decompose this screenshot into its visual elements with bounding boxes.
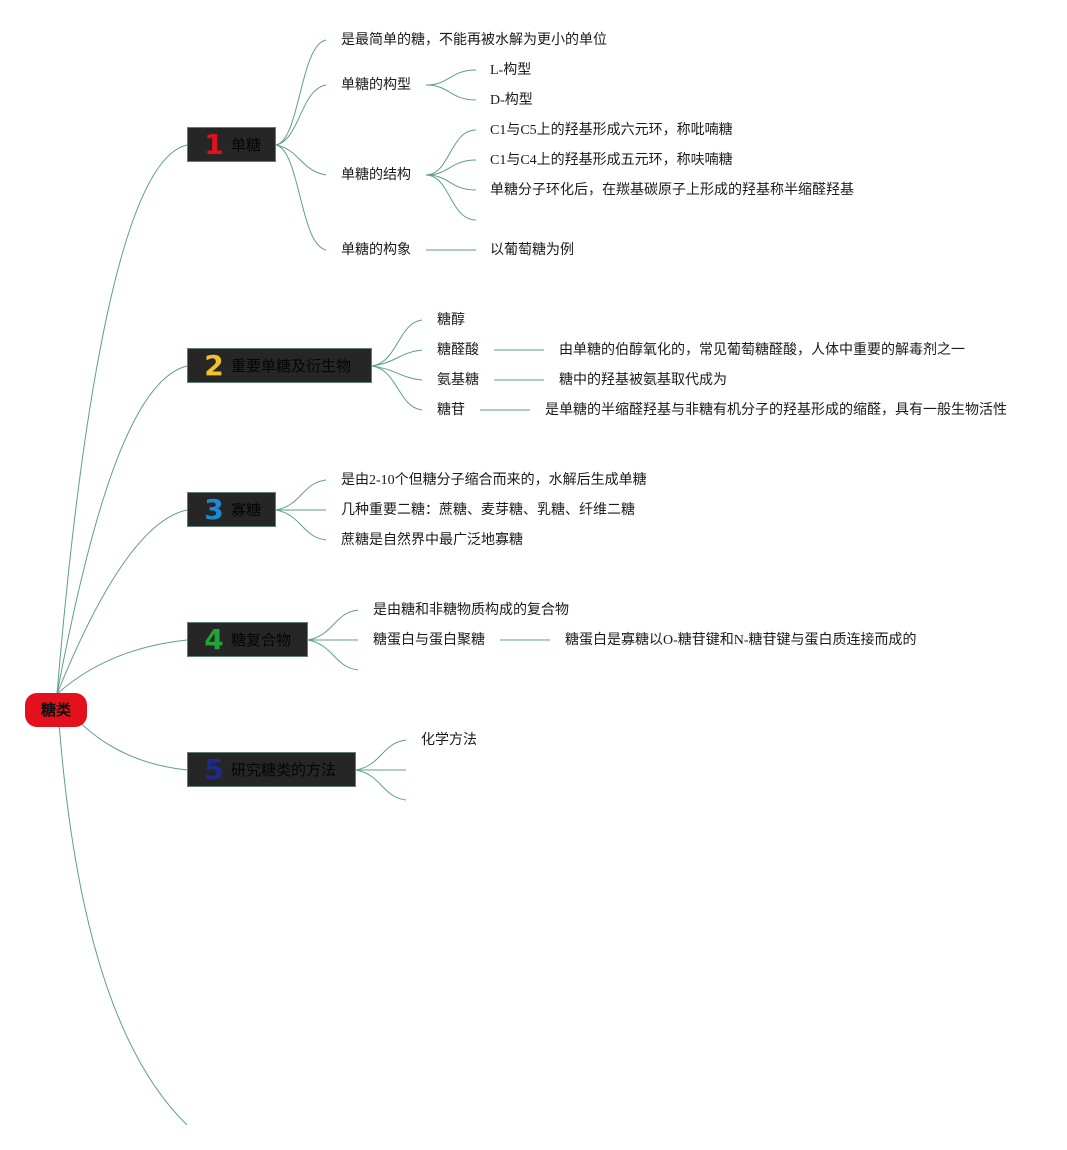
link-b4-c1 [307, 609, 359, 641]
branch-number: 3 [204, 493, 224, 526]
node-b2-c4-g1[interactable]: 是单糖的半缩醛羟基与非糖有机分子的羟基形成的缩醛，具有一般生物活性 [545, 403, 1007, 418]
node-b4-c2-g1[interactable]: 糖蛋白是寡糖以O-糖苷键和N-糖苷键与蛋白质连接而成的 [565, 633, 917, 648]
node-b1-c2[interactable]: 单糖的构型 [341, 78, 411, 93]
node-b4-c2[interactable]: 糖蛋白与蛋白聚糖 [373, 633, 485, 648]
node-b1-c3-g3[interactable]: 单糖分子环化后，在羰基碳原子上形成的羟基称半缩醛羟基 [490, 183, 854, 198]
link-b1-c2 [275, 84, 327, 146]
link-b3-c3 [275, 509, 327, 541]
branch-number: 2 [204, 349, 224, 382]
node-b2-c4[interactable]: 糖苷 [437, 403, 465, 418]
link-root-b3 [56, 509, 188, 695]
node-b3-c1[interactable]: 是由2-10个但糖分子缩合而来的，水解后生成单糖 [341, 473, 647, 488]
node-b2-c3-g1[interactable]: 糖中的羟基被氨基取代成为 [559, 373, 727, 388]
link-root-b2 [56, 365, 188, 695]
branch-label: 研究糖类的方法 [231, 761, 337, 779]
link-b1-c3-g2 [425, 159, 477, 176]
link-b1-c4 [275, 144, 327, 251]
node-b4-c1[interactable]: 是由糖和非糖物质构成的复合物 [373, 603, 569, 618]
link-b5-c1 [355, 739, 407, 771]
node-b3-c3[interactable]: 蔗糖是自然界中最广泛地寡糖 [341, 533, 523, 548]
node-b1-c3-g1[interactable]: C1与C5上的羟基形成六元环，称吡喃糖 [490, 123, 733, 138]
node-b1-c3-g2[interactable]: C1与C4上的羟基形成五元环，称呋喃糖 [490, 153, 733, 168]
link-b1-c3-g1 [425, 129, 477, 176]
link-b1-c3-g3 [425, 174, 477, 191]
link-root-b1 [56, 144, 188, 695]
node-b1-c2-g2[interactable]: D-构型 [490, 93, 533, 108]
node-b2-c2[interactable]: 糖醛酸 [437, 343, 479, 358]
node-b2-c1[interactable]: 糖醇 [437, 313, 465, 328]
branch-node-4[interactable]: 4 糖复合物 [187, 622, 308, 657]
link-b3-c1 [275, 479, 327, 511]
link-b1-c3-g4 [425, 174, 477, 221]
branch-number: 4 [204, 623, 224, 656]
link-b1-c2-g1 [425, 69, 477, 86]
node-b2-c3[interactable]: 氨基糖 [437, 373, 479, 388]
link-b4-c3 [307, 639, 359, 671]
branch-number: 1 [204, 128, 224, 161]
link-b1-c1 [275, 39, 327, 146]
link-root-empty [56, 693, 188, 1126]
branch-label: 重要单糖及衍生物 [231, 357, 352, 375]
node-b5-c1[interactable]: 化学方法 [421, 733, 477, 748]
link-b1-c3 [275, 144, 327, 176]
root-node[interactable]: 糖类 [25, 693, 87, 727]
node-b1-c3[interactable]: 单糖的结构 [341, 168, 411, 183]
node-b1-c4[interactable]: 单糖的构象 [341, 243, 411, 258]
link-root-b4 [56, 639, 188, 695]
branch-node-5[interactable]: 5 研究糖类的方法 [187, 752, 356, 787]
branch-node-2[interactable]: 2 重要单糖及衍生物 [187, 348, 372, 383]
branch-node-1[interactable]: 1 单糖 [187, 127, 276, 162]
node-b3-c2[interactable]: 几种重要二糖：蔗糖、麦芽糖、乳糖、纤维二糖 [341, 503, 635, 518]
node-b1-c2-g1[interactable]: L-构型 [490, 63, 532, 78]
link-b2-c2 [371, 349, 423, 367]
branch-node-3[interactable]: 3 寡糖 [187, 492, 276, 527]
node-b2-c2-g1[interactable]: 由单糖的伯醇氧化的，常见葡萄糖醛酸，人体中重要的解毒剂之一 [559, 343, 965, 358]
branch-label: 寡糖 [231, 501, 262, 519]
link-b5-c3 [355, 769, 407, 801]
link-b1-c2-g2 [425, 84, 477, 101]
link-b2-c1 [371, 319, 423, 367]
branch-number: 5 [204, 753, 224, 786]
node-b1-c1[interactable]: 是最简单的糖，不能再被水解为更小的单位 [341, 33, 607, 48]
branch-label: 单糖 [231, 136, 262, 154]
node-b1-c4-g1[interactable]: 以葡萄糖为例 [490, 243, 574, 258]
link-b2-c4 [371, 365, 423, 411]
branch-label: 糖复合物 [231, 631, 292, 649]
